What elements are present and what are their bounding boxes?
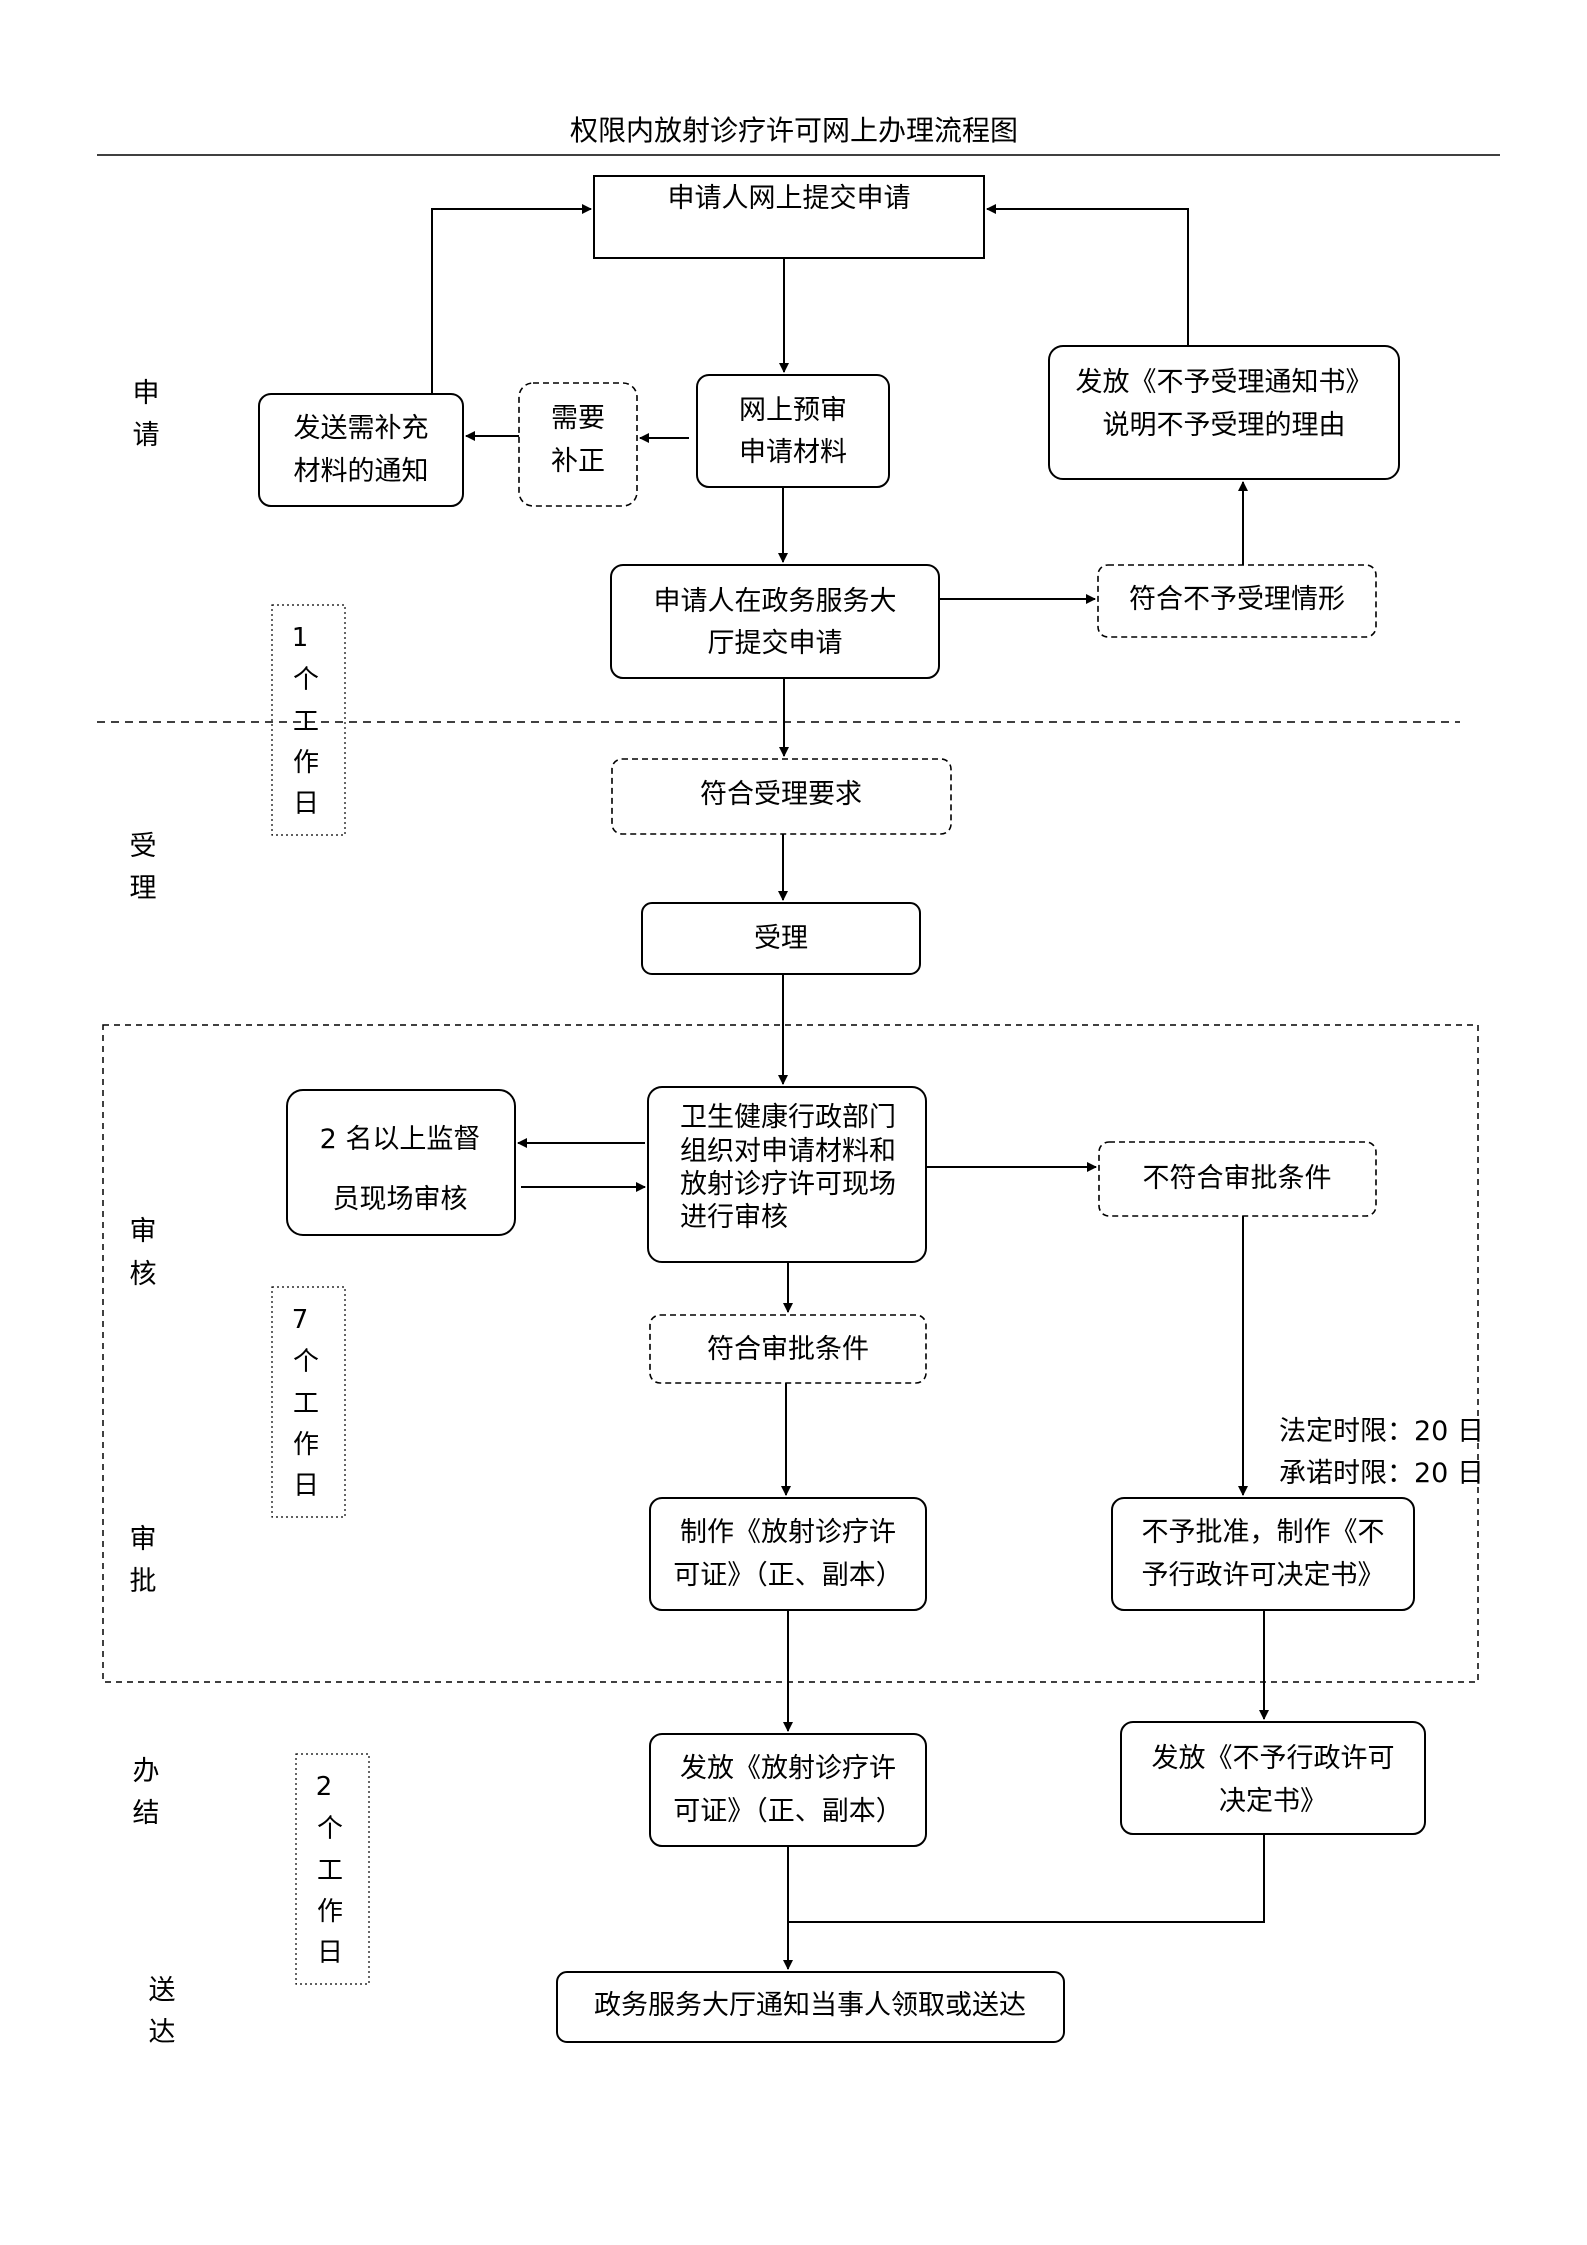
- svg-text:进行审核: 进行审核: [680, 1202, 788, 1233]
- node-notify: 政务服务大厅通知当事人领取或送达: [556, 1971, 1065, 2043]
- promised-time-limit: 承诺时限：20 日: [1279, 1458, 1484, 1489]
- svg-text:理: 理: [130, 873, 157, 904]
- svg-text:工: 工: [293, 707, 319, 737]
- svg-text:申请人在政务服务大: 申请人在政务服务大: [654, 586, 897, 617]
- stage-label-conclude: 办 结: [133, 1756, 160, 1829]
- svg-text:受理: 受理: [754, 923, 808, 954]
- stage-label-accept: 受 理: [130, 831, 157, 904]
- svg-text:决定书》: 决定书》: [1219, 1786, 1327, 1817]
- svg-text:作: 作: [317, 1897, 343, 1927]
- node-inspectors: 2 名以上监督 员现场审核: [286, 1089, 516, 1236]
- line-issuedeny-to-join: [788, 1834, 1265, 1923]
- node-make-license: 制作《放射诊疗许 可证》（正、副本）: [649, 1497, 927, 1611]
- svg-text:申请材料: 申请材料: [739, 437, 847, 468]
- svg-text:1: 1: [292, 623, 309, 653]
- svg-text:审: 审: [130, 1216, 157, 1247]
- svg-text:申请人网上提交申请: 申请人网上提交申请: [668, 183, 911, 214]
- svg-text:日: 日: [293, 789, 319, 819]
- svg-text:政务服务大厅通知当事人领取或送达: 政务服务大厅通知当事人领取或送达: [594, 1990, 1026, 2021]
- node-reject-case: 符合不予受理情形: [1097, 564, 1377, 638]
- svg-text:送: 送: [149, 1975, 176, 2006]
- svg-text:7: 7: [292, 1305, 309, 1335]
- svg-text:2: 2: [316, 1772, 333, 1802]
- connectors: [431, 204, 1269, 1970]
- svg-text:个: 个: [293, 665, 319, 695]
- svg-text:发送需补充: 发送需补充: [294, 413, 429, 444]
- svg-text:批: 批: [130, 1566, 157, 1597]
- svg-text:请: 请: [133, 420, 160, 451]
- day-note-1: 1 个 工 作 日: [271, 604, 346, 836]
- arrow-notice-to-submit: [431, 204, 592, 394]
- svg-text:制作《放射诊疗许: 制作《放射诊疗许: [680, 1517, 896, 1548]
- node-issue-deny: 发放《不予行政许可 决定书》: [1120, 1721, 1426, 1835]
- node-deny-decision: 不予批准，制作《不 予行政许可决定书》: [1111, 1497, 1415, 1611]
- svg-text:受: 受: [130, 831, 157, 862]
- svg-text:发放《不予受理通知书》: 发放《不予受理通知书》: [1076, 367, 1373, 398]
- svg-text:办: 办: [133, 1756, 160, 1787]
- day-note-7: 7 个 工 作 日: [271, 1286, 346, 1518]
- svg-text:材料的通知: 材料的通知: [294, 456, 429, 487]
- svg-text:可证》（正、副本）: 可证》（正、副本）: [673, 1560, 903, 1591]
- node-need-fix: 需要 补正: [518, 382, 638, 507]
- svg-text:个: 个: [317, 1814, 343, 1844]
- node-not-meet: 不符合审批条件: [1098, 1141, 1377, 1217]
- stage-label-approve: 审 批: [130, 1524, 157, 1597]
- svg-text:卫生健康行政部门: 卫生健康行政部门: [680, 1102, 896, 1133]
- node-meet-accept: 符合受理要求: [611, 758, 952, 835]
- svg-text:申: 申: [133, 378, 160, 409]
- node-submit-online: 申请人网上提交申请: [593, 175, 985, 259]
- node-health-review: 卫生健康行政部门 组织对申请材料和 放射诊疗许可现场 进行审核: [647, 1086, 927, 1263]
- node-send-fix-notice: 发送需补充 材料的通知: [258, 393, 464, 507]
- svg-text:作: 作: [293, 1430, 319, 1460]
- svg-text:结: 结: [133, 1798, 160, 1829]
- stage-label-deliver: 送 达: [149, 1975, 176, 2048]
- day-note-2: 2 个 工 作 日: [295, 1753, 370, 1985]
- svg-text:符合受理要求: 符合受理要求: [700, 779, 862, 810]
- svg-text:核: 核: [130, 1259, 157, 1290]
- svg-text:说明不予受理的理由: 说明不予受理的理由: [1103, 410, 1346, 441]
- svg-text:审: 审: [130, 1524, 157, 1555]
- node-prereview: 网上预审 申请材料: [696, 374, 890, 488]
- node-issue-license: 发放《放射诊疗许 可证》（正、副本）: [649, 1733, 927, 1847]
- svg-text:日: 日: [293, 1471, 319, 1501]
- svg-text:可证》（正、副本）: 可证》（正、副本）: [673, 1796, 903, 1827]
- node-meet-approve: 符合审批条件: [649, 1314, 927, 1384]
- stage-label-review: 审 核: [130, 1216, 157, 1290]
- node-issue-reject-notice: 发放《不予受理通知书》 说明不予受理的理由: [1048, 345, 1400, 480]
- svg-text:放射诊疗许可现场: 放射诊疗许可现场: [680, 1169, 896, 1200]
- svg-text:网上预审: 网上预审: [739, 395, 847, 426]
- node-submit-hall: 申请人在政务服务大 厅提交申请: [610, 564, 940, 679]
- node-accept: 受理: [641, 902, 921, 975]
- stage-label-apply: 申 请: [133, 378, 160, 451]
- svg-text:发放《不予行政许可: 发放《不予行政许可: [1152, 1743, 1395, 1774]
- review-approval-frame: [102, 1024, 1479, 1683]
- svg-text:符合不予受理情形: 符合不予受理情形: [1129, 584, 1345, 615]
- svg-text:作: 作: [293, 748, 319, 778]
- svg-text:2 名以上监督: 2 名以上监督: [320, 1124, 481, 1155]
- svg-text:达: 达: [149, 2017, 176, 2048]
- arrow-rejectnotice-to-submit: [986, 204, 1189, 346]
- svg-text:员现场审核: 员现场审核: [333, 1184, 468, 1215]
- svg-text:个: 个: [293, 1347, 319, 1377]
- svg-text:工: 工: [293, 1389, 319, 1419]
- page-title: 权限内放射诊疗许可网上办理流程图: [570, 114, 1018, 147]
- svg-text:发放《放射诊疗许: 发放《放射诊疗许: [680, 1753, 896, 1784]
- svg-text:日: 日: [317, 1938, 343, 1968]
- legal-time-limit: 法定时限：20 日: [1279, 1416, 1484, 1447]
- svg-text:不予批准，制作《不: 不予批准，制作《不: [1142, 1517, 1385, 1548]
- svg-text:不符合审批条件: 不符合审批条件: [1143, 1163, 1332, 1194]
- svg-text:组织对申请材料和: 组织对申请材料和: [680, 1136, 896, 1167]
- svg-text:厅提交申请: 厅提交申请: [708, 628, 843, 659]
- svg-text:需要: 需要: [551, 403, 605, 434]
- svg-text:符合审批条件: 符合审批条件: [707, 1334, 869, 1365]
- svg-text:予行政许可决定书》: 予行政许可决定书》: [1142, 1560, 1385, 1591]
- svg-text:补正: 补正: [551, 446, 605, 477]
- svg-text:工: 工: [317, 1856, 343, 1886]
